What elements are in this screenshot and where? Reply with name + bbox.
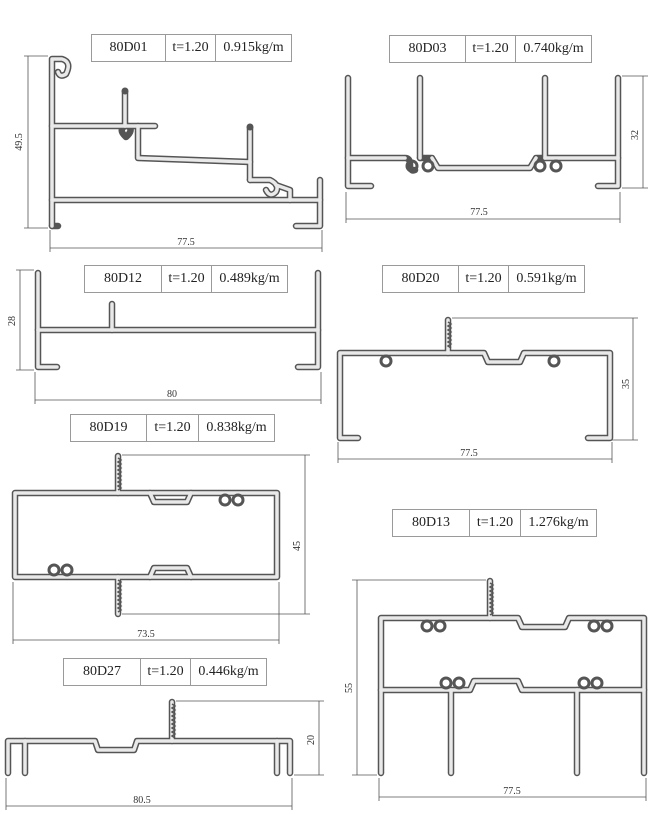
profile-80D03: [344, 74, 622, 190]
spec-box-80D01: 80D01 t=1.20 0.915kg/m: [91, 34, 292, 62]
height-dimension-label: 32: [630, 130, 641, 140]
height-dimension-label: 45: [292, 541, 303, 551]
width-dimension-label: 77.5: [177, 237, 195, 248]
profile-code: 80D12: [85, 266, 162, 292]
profile-code: 80D03: [390, 36, 466, 62]
spec-box-80D19: 80D19 t=1.20 0.838kg/m: [70, 414, 275, 442]
profile-weight: 0.446kg/m: [198, 664, 259, 679]
dimension-80D01: 77.5 49.5: [14, 55, 323, 252]
profile-code: 80D19: [71, 415, 147, 441]
profile-80D19: [11, 452, 281, 618]
width-dimension-label: 77.5: [470, 207, 488, 218]
width-dimension-label: 77.5: [503, 786, 521, 797]
profile-thickness: t=1.20: [466, 36, 516, 62]
profile-thickness: t=1.20: [162, 266, 212, 292]
width-dimension-label: 80: [167, 389, 177, 400]
spec-box-80D27: 80D27 t=1.20 0.446kg/m: [63, 658, 267, 686]
profile-80D12: [34, 269, 322, 371]
dimension-80D13: 77.5 55: [344, 579, 647, 801]
profile-80D13: [377, 577, 648, 777]
width-dimension-label: 73.5: [137, 629, 155, 640]
profile-weight: 0.838kg/m: [206, 420, 267, 435]
height-dimension-label: 55: [344, 683, 355, 693]
spec-box-80D03: 80D03 t=1.20 0.740kg/m: [389, 35, 592, 63]
profile-weight: 0.740kg/m: [523, 41, 584, 56]
dimension-80D03: 77.5 32: [345, 75, 648, 223]
profile-code: 80D01: [92, 35, 166, 61]
spec-box-80D20: 80D20 t=1.20 0.591kg/m: [382, 265, 585, 293]
profile-weight: 0.591kg/m: [516, 271, 577, 286]
width-dimension-label: 77.5: [460, 448, 478, 459]
dimension-80D19: 73.5 45: [12, 454, 310, 644]
spec-box-80D12: 80D12 t=1.20 0.489kg/m: [84, 265, 288, 293]
profile-code: 80D20: [383, 266, 459, 292]
profile-thickness: t=1.20: [141, 659, 191, 685]
height-dimension-label: 28: [7, 316, 18, 326]
profile-code: 80D13: [393, 510, 470, 536]
profile-thickness: t=1.20: [147, 415, 199, 441]
height-dimension-label: 20: [306, 735, 317, 745]
width-dimension-label: 80.5: [133, 795, 151, 806]
profile-code: 80D27: [64, 659, 141, 685]
profile-80D01: [48, 55, 324, 230]
profile-80D20: [336, 316, 614, 442]
profile-80D27: [4, 698, 294, 777]
dimension-80D12: 80 28: [7, 269, 322, 404]
dimension-80D20: 77.5 35: [337, 317, 638, 463]
profile-weight: 0.915kg/m: [223, 40, 284, 55]
profile-thickness: t=1.20: [470, 510, 521, 536]
profile-thickness: t=1.20: [459, 266, 509, 292]
profile-weight: 0.489kg/m: [219, 271, 280, 286]
height-dimension-label: 49.5: [14, 133, 25, 151]
profile-weight: 1.276kg/m: [528, 515, 589, 530]
spec-box-80D13: 80D13 t=1.20 1.276kg/m: [392, 509, 597, 537]
dimension-80D27: 80.5 20: [5, 700, 324, 810]
profile-thickness: t=1.20: [166, 35, 216, 61]
height-dimension-label: 35: [621, 379, 632, 389]
